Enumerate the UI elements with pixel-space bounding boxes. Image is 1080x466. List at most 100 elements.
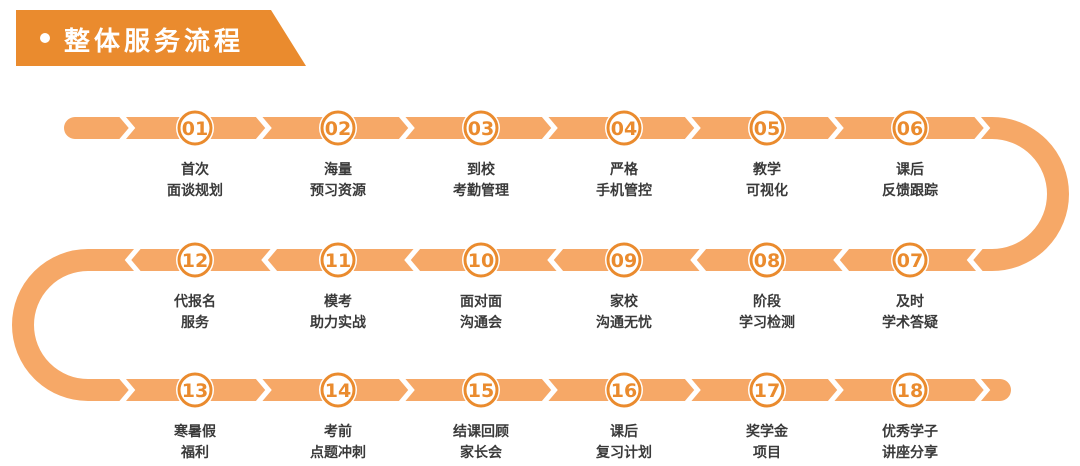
- arrow-chevron: [690, 245, 707, 275]
- arrow-chevron: [966, 245, 983, 275]
- step-node: [177, 110, 213, 146]
- arrow-chevron: [398, 375, 415, 405]
- arrow-chevron: [827, 113, 844, 143]
- arrow-chevron: [119, 113, 136, 143]
- arrow-chevron: [255, 113, 272, 143]
- step-label: 阶段学习检测: [707, 292, 827, 334]
- step-node: [749, 242, 785, 278]
- flow-path: [12, 117, 1069, 401]
- step-label: 海量预习资源: [278, 160, 398, 202]
- step-number: 06: [897, 118, 923, 140]
- step-label-line2: 预习资源: [310, 183, 366, 199]
- step-node: [606, 242, 642, 278]
- step-number: 17: [754, 380, 780, 402]
- step-label-line1: 结课回顾: [453, 424, 509, 440]
- arrow-chevron: [684, 375, 701, 405]
- step-label-line2: 服务: [181, 315, 209, 331]
- step-label: 模考助力实战: [278, 292, 398, 334]
- step-label-line1: 家校: [610, 294, 638, 310]
- step-label: 考前点题冲刺: [278, 422, 398, 464]
- step-label-line2: 助力实战: [310, 315, 366, 331]
- step-label-line1: 及时: [896, 294, 924, 310]
- step-label-line1: 代报名: [174, 294, 216, 310]
- arrow-chevron: [404, 245, 421, 275]
- step-number: 15: [468, 380, 494, 402]
- step-label-line1: 寒暑假: [174, 424, 216, 440]
- step-label-line1: 优秀学子: [882, 424, 938, 440]
- step-label: 面对面沟通会: [421, 292, 541, 334]
- step-number: 14: [325, 380, 351, 402]
- step-label-line2: 点题冲刺: [310, 445, 366, 461]
- arrow-chevron: [541, 113, 558, 143]
- step-label-line2: 学习检测: [739, 315, 795, 331]
- step-number: 11: [325, 250, 351, 272]
- step-label: 寒暑假福利: [135, 422, 255, 464]
- step-label-line2: 项目: [753, 445, 781, 461]
- arrow-chevron: [261, 245, 278, 275]
- step-node: [892, 110, 928, 146]
- step-label: 课后复习计划: [564, 422, 684, 464]
- step-number: 08: [754, 250, 780, 272]
- step-label-line1: 首次: [181, 162, 209, 178]
- step-node: [606, 110, 642, 146]
- step-label-line2: 复习计划: [596, 445, 652, 461]
- step-node: [463, 110, 499, 146]
- step-label-line1: 教学: [753, 162, 781, 178]
- bullet-icon: [40, 33, 50, 43]
- flow-track: [12, 113, 1069, 405]
- arrow-chevron: [974, 113, 991, 143]
- step-label-line2: 面谈规划: [167, 183, 223, 199]
- section-header: 整体服务流程: [16, 10, 306, 66]
- step-node: [320, 242, 356, 278]
- step-label: 课后反馈跟踪: [850, 160, 970, 202]
- step-label: 奖学金项目: [707, 422, 827, 464]
- step-label-line1: 奖学金: [746, 424, 788, 440]
- step-label-line2: 沟通无忧: [596, 315, 652, 331]
- step-node: [320, 110, 356, 146]
- step-number: 01: [182, 118, 208, 140]
- arrow-chevron: [547, 245, 564, 275]
- step-number: 12: [182, 250, 208, 272]
- step-number: 16: [611, 380, 637, 402]
- step-node: [320, 372, 356, 408]
- step-label: 到校考勤管理: [421, 160, 541, 202]
- step-label-line2: 讲座分享: [882, 445, 938, 461]
- step-label: 首次面谈规划: [135, 160, 255, 202]
- step-label-line2: 学术答疑: [882, 315, 938, 331]
- arrow-chevron: [827, 375, 844, 405]
- arrow-chevron: [119, 375, 136, 405]
- step-label-line1: 考前: [324, 424, 352, 440]
- step-node: [892, 242, 928, 278]
- step-node: [463, 372, 499, 408]
- step-node: [177, 242, 213, 278]
- step-label: 家校沟通无忧: [564, 292, 684, 334]
- step-node: [892, 372, 928, 408]
- step-label: 结课回顾家长会: [421, 422, 541, 464]
- step-number: 18: [897, 380, 923, 402]
- step-number: 10: [468, 250, 494, 272]
- arrow-chevron: [833, 245, 850, 275]
- step-node: [749, 372, 785, 408]
- step-label-line2: 考勤管理: [453, 183, 509, 199]
- arrow-chevron: [974, 375, 991, 405]
- step-label: 教学可视化: [707, 160, 827, 202]
- step-label: 优秀学子讲座分享: [850, 422, 970, 464]
- step-label-line2: 反馈跟踪: [882, 183, 938, 199]
- step-label: 严格手机管控: [564, 160, 684, 202]
- step-node: [177, 372, 213, 408]
- step-number: 13: [182, 380, 208, 402]
- step-node: [749, 110, 785, 146]
- step-label-line1: 海量: [324, 162, 352, 178]
- step-label-line1: 阶段: [753, 294, 781, 310]
- step-label-line2: 家长会: [460, 445, 502, 461]
- step-label-line1: 课后: [896, 162, 924, 178]
- step-node: [606, 372, 642, 408]
- step-label-line2: 手机管控: [596, 183, 652, 199]
- step-label: 代报名服务: [135, 292, 255, 334]
- step-label: 及时学术答疑: [850, 292, 970, 334]
- step-label-line1: 模考: [324, 294, 352, 310]
- step-node: [463, 242, 499, 278]
- step-label-line1: 严格: [610, 162, 638, 178]
